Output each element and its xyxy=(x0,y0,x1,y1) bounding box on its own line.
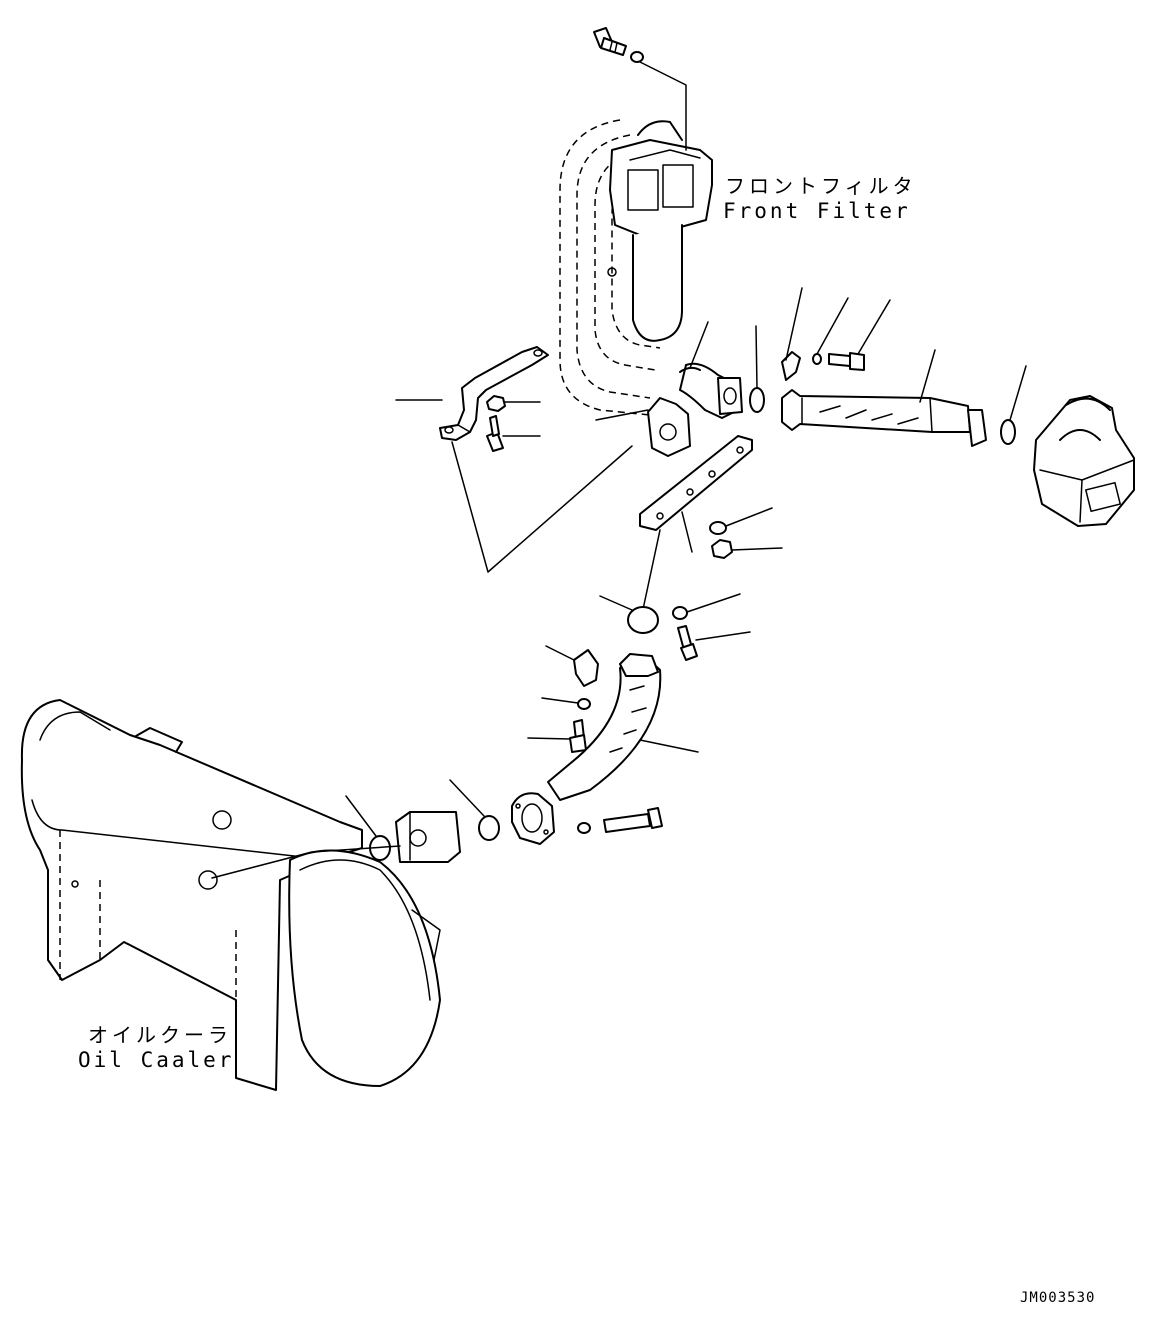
oil-cooler-label-jp: オイルクーラ xyxy=(88,1023,232,1047)
split-flange-half-upper xyxy=(781,287,803,381)
front-filter-label-jp: フロントフィルタ xyxy=(725,174,917,198)
leader-lower-plug xyxy=(641,529,661,615)
oil-cooler-label-en: Oil Caaler xyxy=(78,1048,235,1072)
upper-bracket-bolt xyxy=(486,415,541,452)
front-filter-label-en: Front Filter xyxy=(723,199,911,223)
bolt-mid xyxy=(677,625,751,661)
adapter-block xyxy=(395,811,461,863)
spring-washer-lower xyxy=(541,697,591,710)
long-bolt xyxy=(577,807,663,834)
o-ring-plug xyxy=(599,595,659,634)
upper-hose xyxy=(781,349,987,447)
control-valve-block xyxy=(1033,395,1135,527)
front-filter-assembly xyxy=(559,119,713,416)
o-ring-upper-2 xyxy=(1000,365,1027,445)
lower-hose xyxy=(547,653,699,801)
spring-washer-upper xyxy=(812,297,849,365)
upper-bracket-nut xyxy=(486,395,541,412)
leader-adapter-cooler xyxy=(311,845,401,853)
lower-bracket-washer xyxy=(709,507,773,535)
drawing-code: JM003530 xyxy=(1020,1290,1096,1306)
top-washer xyxy=(630,51,644,63)
bolt-lower xyxy=(527,719,587,753)
oil-cooler xyxy=(20,699,441,1091)
upper-bracket xyxy=(395,346,549,441)
o-ring-upper-1 xyxy=(749,325,765,413)
center-split-flange xyxy=(595,397,691,457)
spring-washer-mid xyxy=(672,593,741,620)
lower-bracket xyxy=(639,435,753,553)
o-ring-lower-1 xyxy=(449,779,500,841)
split-flange-half-lower xyxy=(545,645,599,687)
leader-washer-filter xyxy=(639,61,687,151)
lower-bracket-nut xyxy=(711,539,783,559)
top-bolt xyxy=(593,27,627,56)
bolt-upper-right xyxy=(828,299,891,371)
lower-hose-flange xyxy=(511,792,555,845)
leader-bracket-lower xyxy=(451,441,633,573)
filter-outlet-pipe xyxy=(679,321,743,419)
